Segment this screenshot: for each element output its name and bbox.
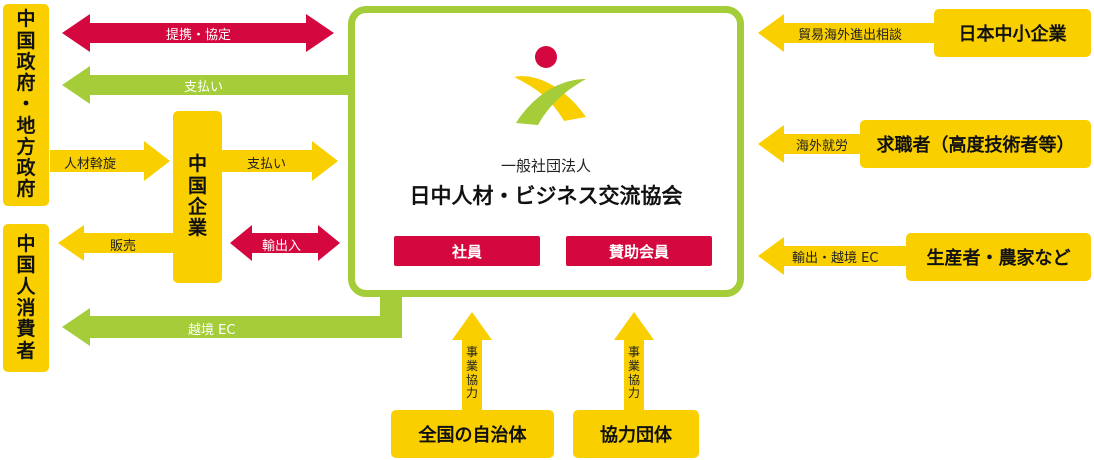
consumers-box: 中国人消費者 <box>3 224 49 372</box>
overseas-job-label: 海外就労 <box>796 139 849 154</box>
cooperating-orgs-box: 協力団体 <box>573 410 699 458</box>
recruitment-label: 人材斡旋 <box>64 157 117 172</box>
association-box: 一般社団法人 日中人材・ビジネス交流協会 社員 賛助会員 <box>348 6 744 297</box>
trade-consult-label: 貿易海外進出相談 <box>798 28 903 43</box>
payment-company-arrow <box>222 141 338 181</box>
org-name: 日中人材・ビジネス交流協会 <box>409 184 683 208</box>
supporter-button[interactable]: 賛助会員 <box>566 236 712 266</box>
sales-label: 販売 <box>110 239 137 254</box>
government-box: 中国政府・地方政府 <box>3 4 49 206</box>
municipality-coop-arrow <box>452 312 492 410</box>
partnership-arrow <box>62 14 334 52</box>
import-export-arrow <box>230 225 340 261</box>
sme-box: 日本中小企業 <box>934 9 1091 57</box>
member-button[interactable]: 社員 <box>394 236 540 266</box>
association-logo-icon <box>514 46 586 125</box>
cross-border-ec-arrow <box>62 292 402 346</box>
export-ec-label: 輸出・越境 EC <box>792 251 879 266</box>
chinese-company-box: 中国企業 <box>173 111 222 283</box>
partnership-label: 提携・協定 <box>166 28 232 43</box>
payment-company-label: 支払い <box>247 157 287 172</box>
job-seekers-box: 求職者（高度技術者等） <box>860 120 1091 168</box>
trade-consult-arrow <box>758 14 934 52</box>
cross-border-ec-label: 越境 EC <box>188 323 236 338</box>
producers-box: 生産者・農家など <box>906 233 1091 281</box>
import-export-label: 輸出入 <box>262 239 302 254</box>
payment-gov-label: 支払い <box>184 80 224 95</box>
sales-arrow <box>58 225 174 261</box>
payment-gov-arrow <box>62 66 352 104</box>
org-coop-label: 事業協力 <box>627 345 640 401</box>
overseas-job-arrow <box>758 125 860 163</box>
municipality-coop-label: 事業協力 <box>465 345 478 401</box>
org-type: 一般社団法人 <box>500 157 591 175</box>
recruitment-arrow <box>50 141 170 181</box>
export-ec-arrow <box>758 237 906 275</box>
org-coop-arrow <box>614 312 654 410</box>
municipalities-box: 全国の自治体 <box>391 410 554 458</box>
